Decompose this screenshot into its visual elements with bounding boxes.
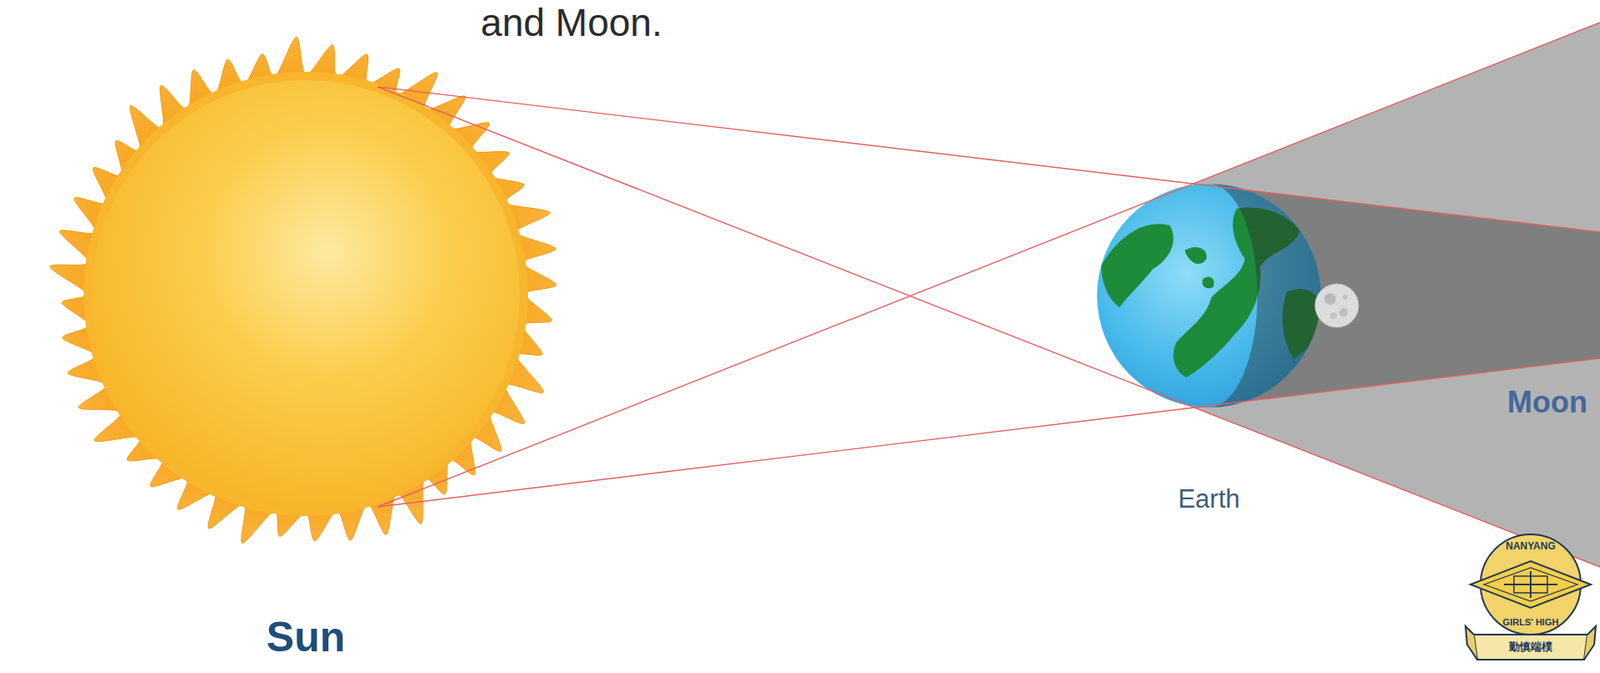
moon-label: Moon: [1507, 386, 1588, 420]
logo-name: GIRLS' HIGH: [1503, 617, 1560, 628]
moon: [1315, 284, 1359, 328]
title: and Moon.: [480, 1, 662, 45]
light-rays: [377, 22, 1600, 568]
logo-name: NANYANG: [1505, 541, 1556, 553]
sun-label: Sun: [266, 614, 346, 661]
sun-glow: [83, 71, 529, 517]
earth: [1097, 183, 1324, 408]
sun-core: [91, 80, 520, 508]
sun-flames: [50, 36, 557, 544]
school-logo: [1465, 534, 1596, 661]
sun: [50, 36, 557, 544]
logo-motto: 勤慎端樸: [1508, 641, 1553, 654]
earth-label: Earth: [1178, 485, 1240, 514]
